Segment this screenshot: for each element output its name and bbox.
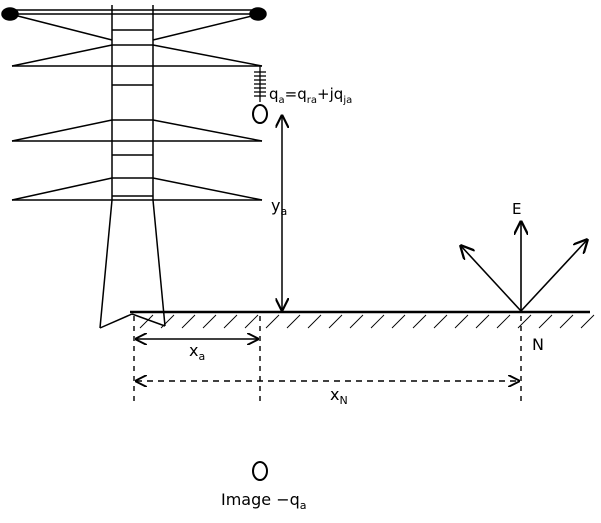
dimension-guides [133, 316, 522, 402]
hatch-stroke [181, 314, 196, 329]
insulator-string [254, 66, 266, 102]
hatch-stroke [244, 314, 259, 329]
transmission-tower [1, 5, 267, 329]
hatch-stroke [160, 314, 175, 329]
hatch-stroke [580, 314, 595, 329]
field-vector-right [520, 240, 587, 312]
ground-wire-left [1, 7, 19, 21]
field-label: E [512, 200, 521, 218]
hatch-stroke [433, 314, 448, 329]
hatch-stroke [139, 314, 154, 329]
ya-label: ya [271, 196, 287, 218]
field-vector-left [461, 246, 522, 312]
hatch-stroke [286, 314, 301, 329]
hatch-stroke [475, 314, 490, 329]
conductor-charge-circle [252, 104, 268, 124]
hatch-stroke [307, 314, 322, 329]
xn-label: xN [330, 385, 348, 407]
hatch-stroke [328, 314, 343, 329]
hatch-stroke [223, 314, 238, 329]
point-label: N [532, 335, 544, 354]
xa-label: xa [189, 341, 205, 363]
hatch-stroke [559, 314, 574, 329]
ground-hatching [139, 314, 595, 329]
hatch-stroke [538, 314, 553, 329]
ground-wire-right [249, 7, 267, 21]
image-charge-circle [252, 461, 268, 481]
hatch-stroke [454, 314, 469, 329]
hatch-stroke [265, 314, 280, 329]
image-charge-label: Image −qa [221, 490, 307, 512]
hatch-stroke [202, 314, 217, 329]
hatch-stroke [496, 314, 511, 329]
field-vectors [461, 222, 587, 312]
hatch-stroke [412, 314, 427, 329]
hatch-stroke [349, 314, 364, 329]
hatch-stroke [517, 314, 532, 329]
hatch-stroke [391, 314, 406, 329]
charge-label: qa=qra+jqja [269, 85, 352, 106]
hatch-stroke [370, 314, 385, 329]
